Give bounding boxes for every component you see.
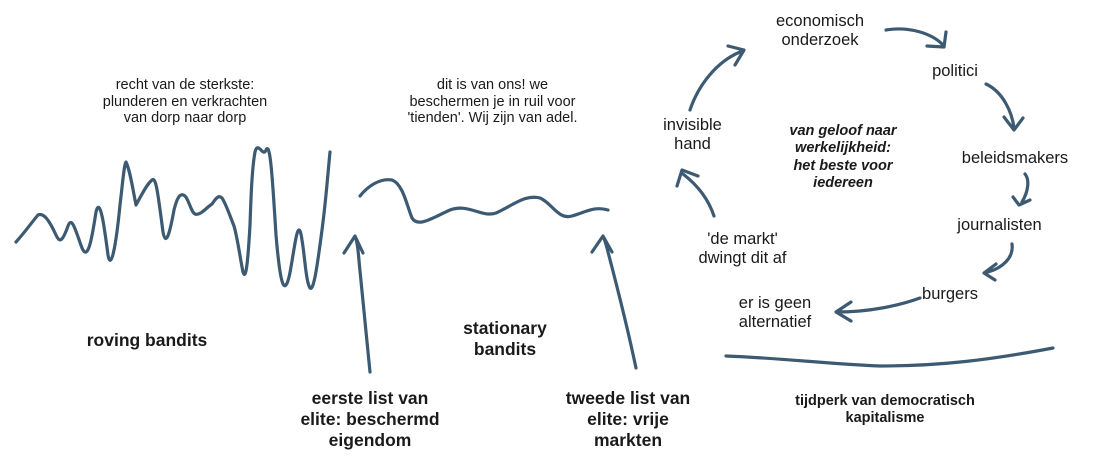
roving-bandits-line [14, 146, 332, 290]
roving-bandits-label: roving bandits [86, 330, 208, 350]
cycle-node-invisible-hand: invisible hand [663, 116, 722, 153]
arrow-research-to-politici [884, 27, 948, 49]
cycle-node-economic-research: economisch onderzoek [775, 12, 865, 49]
arrow-burgers-to-alternatief [834, 296, 922, 323]
cycle-node-journalists: journalisten [957, 216, 1042, 234]
arrow-hand-to-research [688, 44, 746, 112]
stationary-bandits-label: stationary bandits [463, 318, 547, 359]
roving-bandits-note: recht van de sterkste: plunderen en verk… [102, 77, 268, 127]
cycle-node-politicians: politici [932, 62, 978, 80]
arrow-second-trick [590, 234, 638, 370]
cycle-node-no-alternative: er is geen alternatief [738, 294, 812, 331]
era-label: tijdperk van democratisch kapitalisme [795, 393, 975, 427]
arrow-first-trick [342, 234, 372, 374]
cycle-node-citizens: burgers [922, 285, 978, 303]
arrow-beleidsmakers-to-journalisten [1011, 172, 1032, 207]
cycle-center-caption: van geloof naar werkelijkheid: het beste… [789, 123, 897, 192]
arrow-politici-to-beleidsmakers [984, 82, 1025, 132]
cycle-node-policymakers: beleidsmakers [961, 149, 1069, 167]
first-trick-label: eerste list van elite: beschermd eigendo… [300, 388, 440, 450]
era-underline [724, 346, 1055, 368]
arrow-markt-to-hand [675, 168, 716, 218]
arrow-journalisten-to-burgers [982, 242, 1014, 282]
stationary-bandits-note: dit is van ons! we beschermen je in ruil… [407, 77, 578, 127]
stationary-bandits-line [358, 178, 610, 224]
second-trick-label: tweede list van elite: vrije markten [565, 388, 691, 450]
cycle-node-market-forces: 'de markt' dwingt dit af [698, 230, 787, 267]
